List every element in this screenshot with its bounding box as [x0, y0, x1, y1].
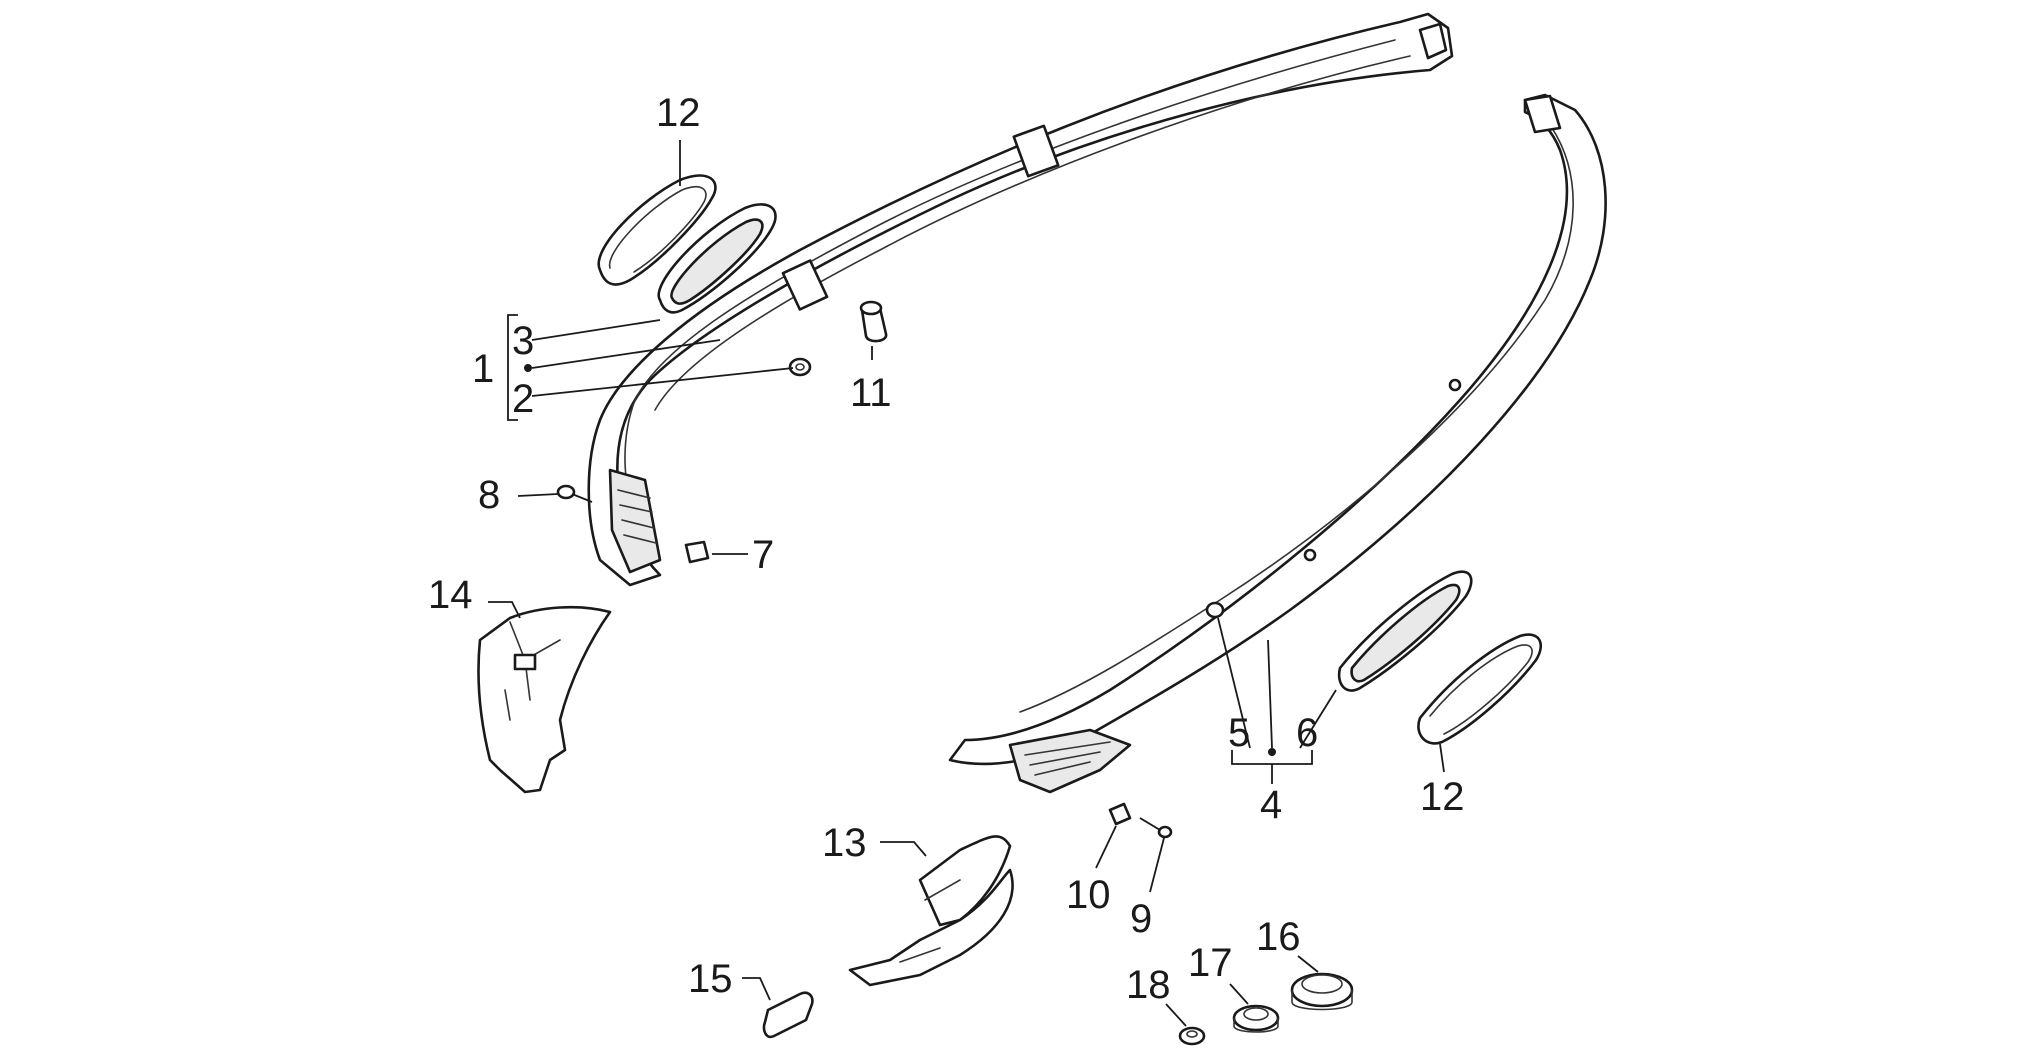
- callout-4: 4: [1260, 783, 1282, 827]
- grommet-16: [1290, 972, 1354, 1011]
- leader-lines: [488, 140, 1445, 1027]
- reflector-frame-6: [1337, 570, 1473, 692]
- washer-5: [1205, 601, 1225, 619]
- callout-18: 18: [1126, 963, 1171, 1007]
- reflector-frame-3: [657, 203, 777, 314]
- callout-9: 9: [1130, 897, 1152, 941]
- callout-7: 7: [752, 533, 774, 577]
- callout-2: 2: [512, 377, 534, 421]
- callout-17: 17: [1188, 941, 1233, 985]
- cap-15: [762, 991, 814, 1039]
- screw-8: [556, 484, 593, 503]
- grommet-17: [1232, 1004, 1280, 1033]
- callout-5: 5: [1228, 711, 1250, 755]
- gasket-12-lower: [1417, 633, 1542, 745]
- callout-10: 10: [1066, 873, 1111, 917]
- grommet-18: [1178, 1026, 1206, 1046]
- right-side-panel: [948, 93, 1607, 794]
- clip-10: [1108, 802, 1132, 826]
- callout-8: 8: [478, 473, 500, 517]
- callout-16: 16: [1256, 915, 1301, 959]
- gasket-12-upper: [597, 174, 717, 286]
- bushing-11: [859, 300, 888, 343]
- bracket-13: [848, 835, 1014, 987]
- callout-6: 6: [1296, 711, 1318, 755]
- callout-labels: 12 3 1 2 11 8 7 14 13 15 5 6 4 12 10 9 1…: [428, 91, 1465, 1007]
- callout-3: 3: [512, 319, 534, 363]
- callout-13: 13: [822, 821, 867, 865]
- callout-14: 14: [428, 573, 473, 617]
- left-side-panel: [587, 12, 1454, 587]
- callout-12-upper: 12: [656, 91, 701, 135]
- callout-12-lower: 12: [1420, 775, 1465, 819]
- bracket-14: [477, 605, 612, 794]
- screw-9: [1139, 817, 1173, 839]
- callout-11: 11: [850, 371, 892, 415]
- callout-15: 15: [688, 957, 733, 1001]
- washer-2: [788, 357, 812, 377]
- callout-1: 1: [472, 347, 494, 391]
- clip-7: [684, 540, 710, 564]
